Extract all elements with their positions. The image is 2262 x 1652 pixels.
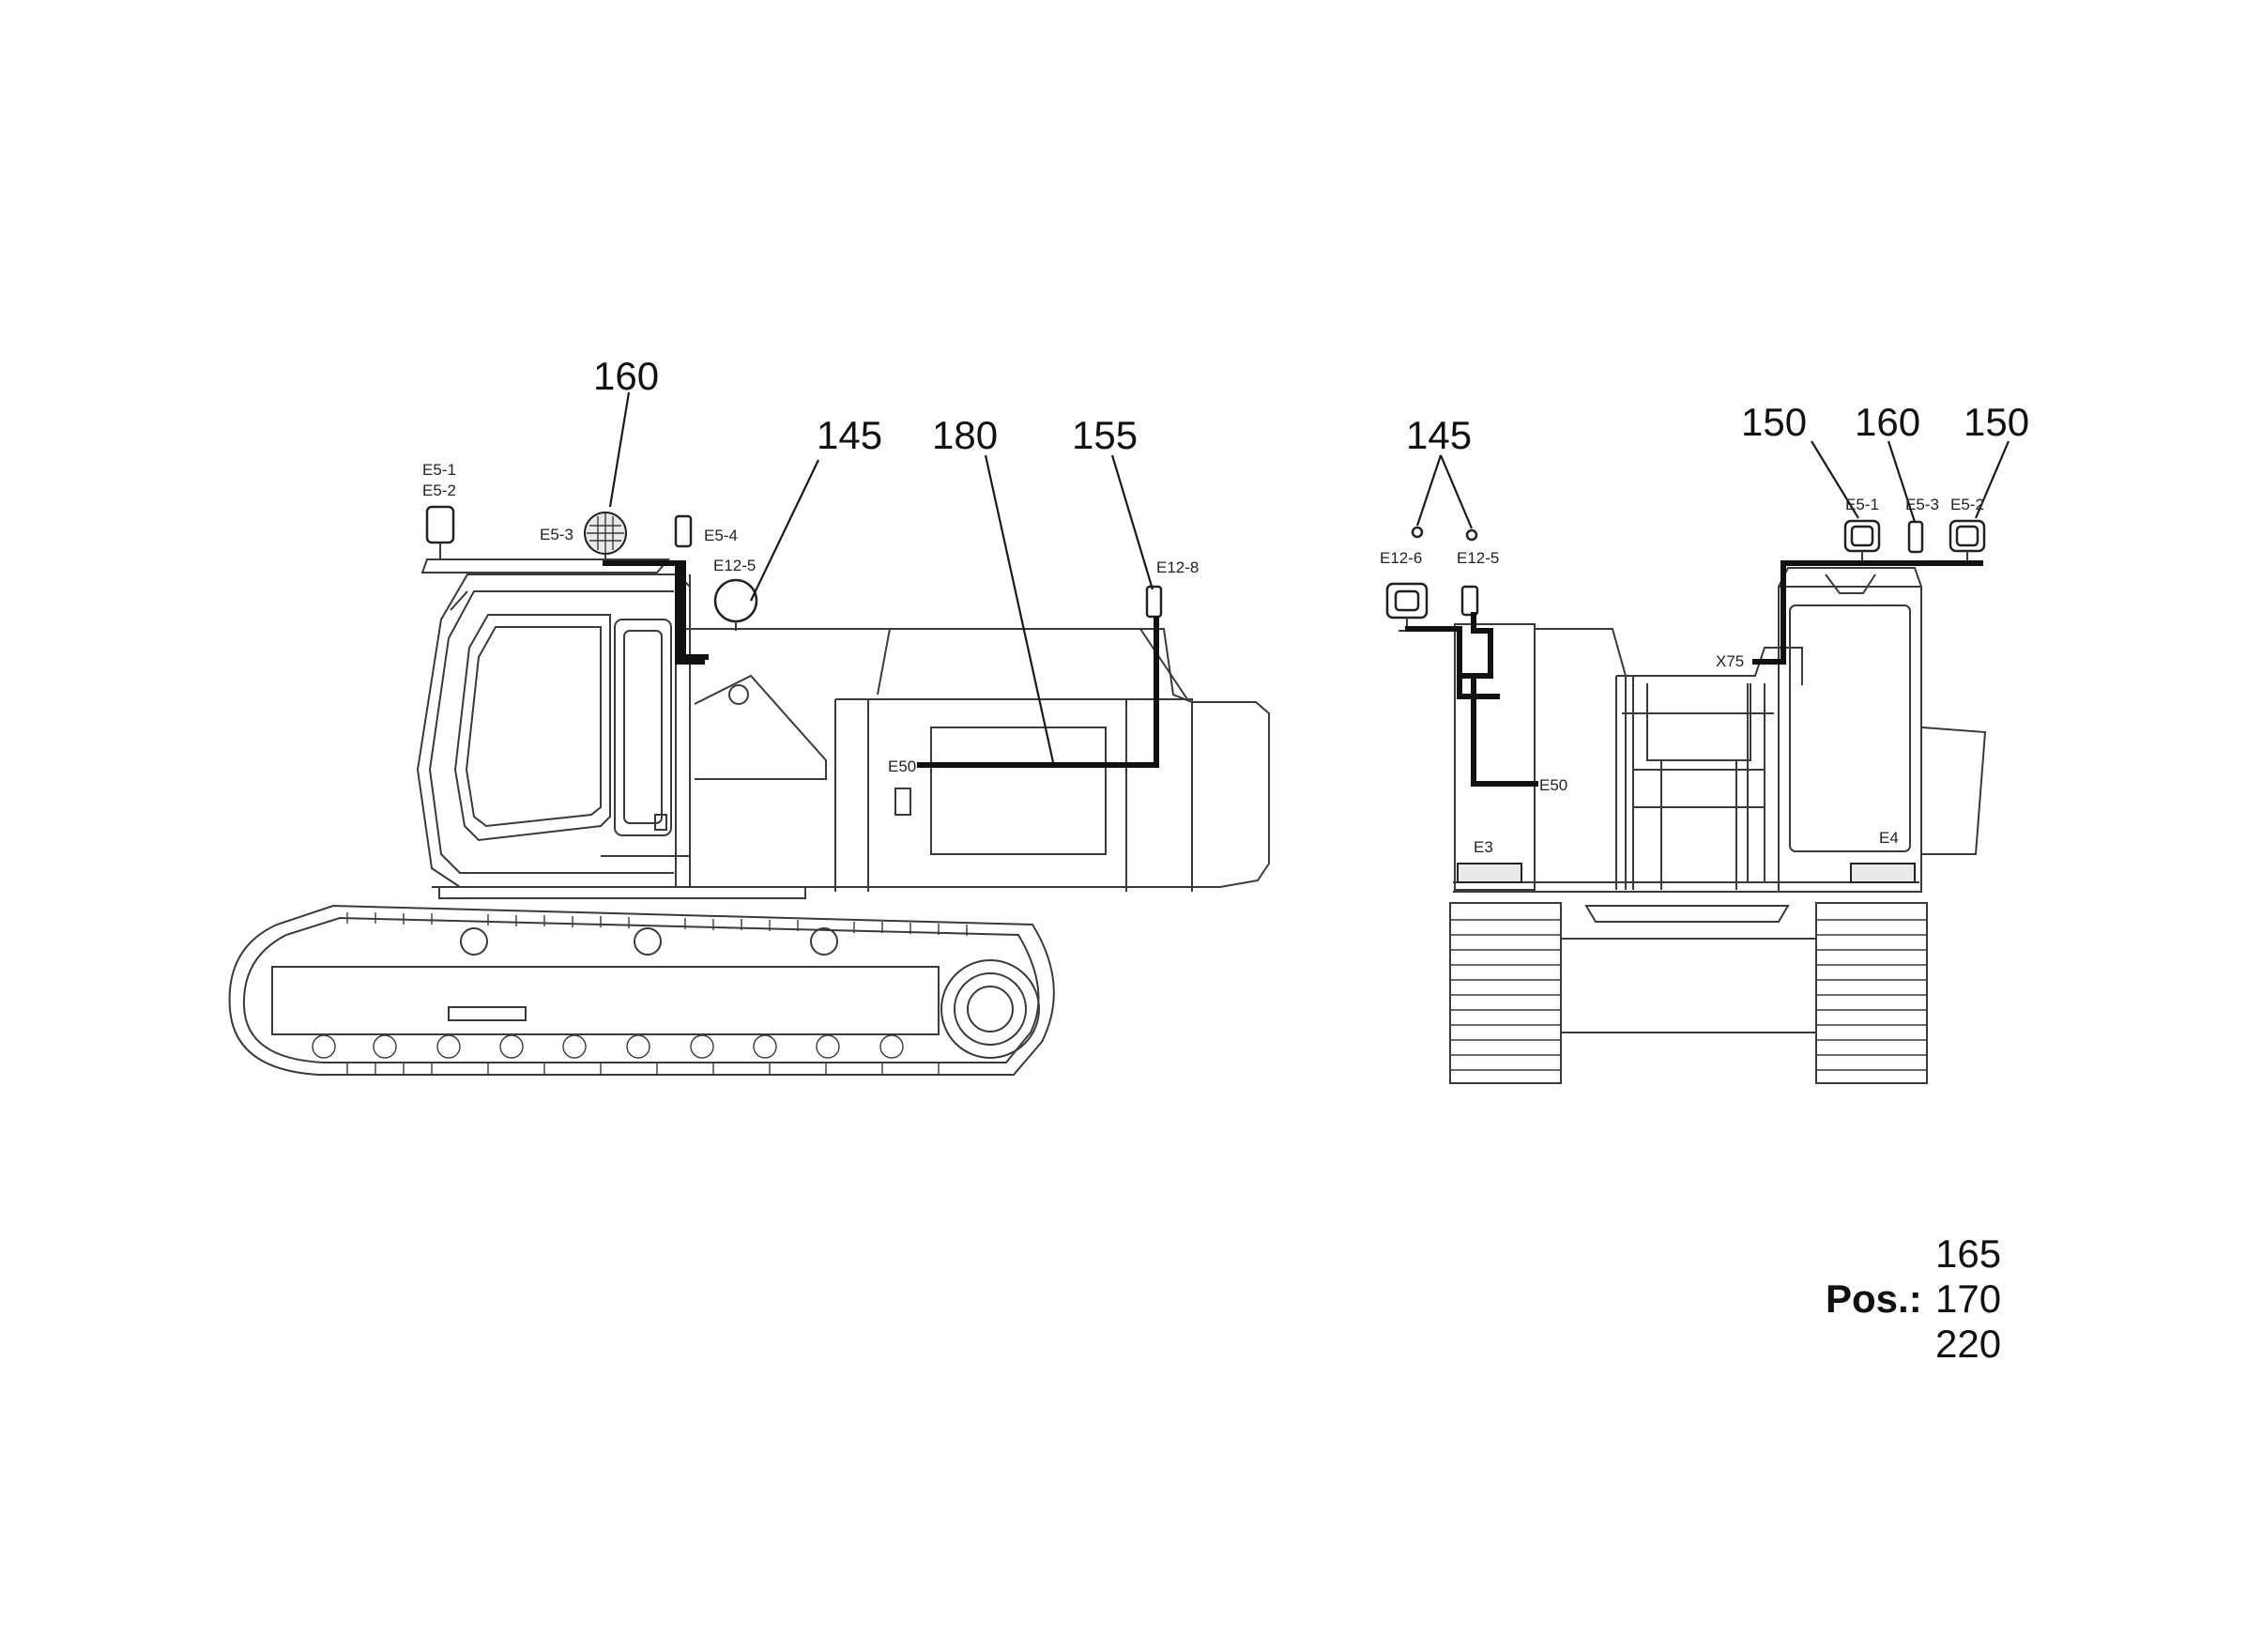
rear-marker-e12-5-icon [1465,528,1478,542]
callout-145: 145 [817,413,882,457]
rear-lamp-e5-3-icon [1907,520,1924,554]
rear-label-e5-2: E5-2 [1950,496,1984,513]
side-leader-lines [608,391,1154,763]
side-track [228,904,1055,1076]
side-lamp-e12-5-icon [713,578,758,631]
position-value-2: 170 [1935,1277,2001,1321]
label-e12-5: E12-5 [713,557,756,574]
side-cab [416,558,691,888]
rear-label-e12-6: E12-6 [1380,549,1422,567]
label-e12-8: E12-8 [1156,558,1199,576]
rear-view-excavator: 145 150 160 150 E12-6 E12-5 E5-1 E5-3 E5… [1380,400,2029,1084]
label-e50: E50 [888,757,916,775]
side-lamp-e5-3-icon [584,512,627,563]
side-wiring-harness [603,560,1159,768]
label-e5-2: E5-2 [422,482,456,499]
rear-track-right [1815,902,1928,1084]
side-upper-structure [432,628,1270,899]
position-value-1: 165 [1935,1231,2001,1276]
position-block: Pos.: 165 170 220 [1826,1231,2001,1366]
rear-callout-150-left: 150 [1741,400,1807,444]
rear-track-left [1449,902,1562,1084]
callout-155: 155 [1072,413,1138,457]
rear-body [1453,567,1987,893]
position-label: Pos.: [1826,1277,1922,1321]
rear-label-e3: E3 [1474,838,1493,856]
rear-leader-lines [1415,440,2010,529]
callout-180: 180 [932,413,998,457]
rear-lamp-e5-1-icon [1843,519,1881,563]
rear-callout-145: 145 [1406,413,1472,457]
rear-lamp-e12-5-icon [1460,585,1479,617]
callout-160: 160 [593,354,659,398]
label-e5-3: E5-3 [540,526,573,543]
rear-label-e50: E50 [1539,776,1567,794]
rear-label-e12-5: E12-5 [1457,549,1499,567]
side-view-excavator: 160 145 180 155 E5-1 E5-2 E5-3 E5-4 E12-… [228,354,1270,1076]
rear-label-e4: E4 [1879,829,1899,847]
rear-lamp-e5-2-icon [1949,519,1986,563]
side-lamp-e12-8-icon [1145,585,1163,619]
side-lamp-e5-4-icon [674,514,693,548]
rear-callout-160: 160 [1855,400,1920,444]
label-e5-4: E5-4 [704,527,738,544]
rear-lamp-e12-6-icon [1385,582,1429,632]
position-value-3: 220 [1935,1322,2001,1366]
rear-label-e5-1: E5-1 [1845,496,1879,513]
rear-marker-e12-6-icon [1411,526,1424,539]
rear-label-x75: X75 [1716,652,1744,670]
side-lamp-e5-1-icon [425,505,455,559]
rear-wiring-harness [1405,560,1983,787]
label-e5-1: E5-1 [422,461,456,479]
rear-callout-150-right: 150 [1964,400,2029,444]
rear-label-e5-3: E5-3 [1905,496,1939,513]
